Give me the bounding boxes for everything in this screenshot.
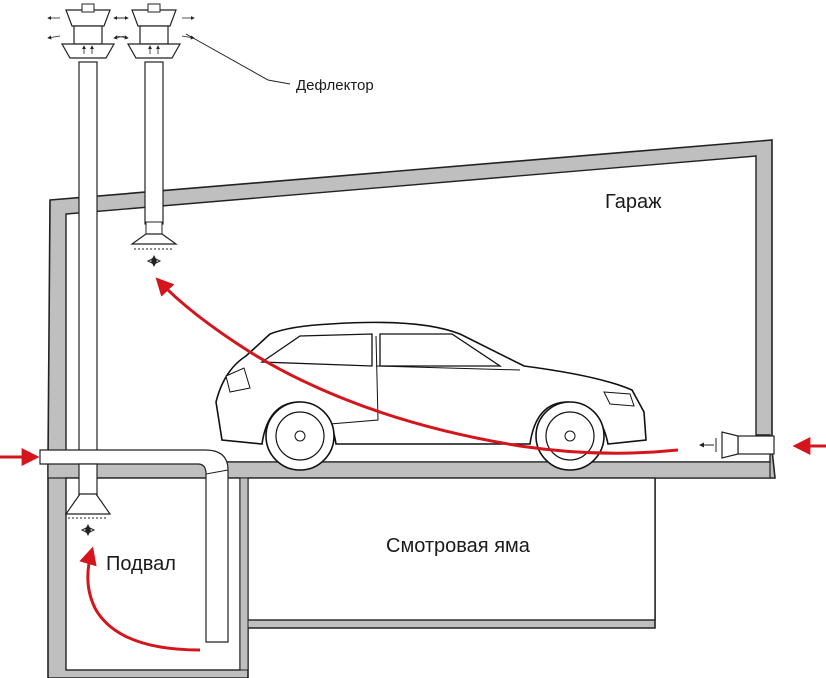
exhaust-pipe-left — [78, 61, 98, 463]
airflow-arrow-icon — [0, 277, 826, 652]
label-garage: Гараж — [605, 191, 662, 213]
deflector-icon — [47, 3, 129, 59]
fan-icon — [146, 255, 162, 267]
car-icon — [215, 321, 647, 471]
exhaust-hood-basement — [64, 493, 112, 519]
label-deflector: Дефлектор — [296, 77, 374, 94]
car-wheel-front — [535, 401, 605, 471]
fan-icon — [80, 524, 96, 536]
exhaust-hood-garage — [130, 221, 178, 250]
supply-pipe-basement — [39, 449, 229, 643]
label-inspection-pit: Смотровая яма — [386, 535, 531, 557]
deflector-icon — [113, 3, 195, 59]
label-basement: Подвал — [106, 553, 176, 575]
exhaust-pipe-right — [144, 61, 164, 225]
supply-grille-right — [699, 431, 775, 459]
car-wheel-rear — [265, 401, 335, 471]
deflector-leader-line — [185, 33, 291, 85]
